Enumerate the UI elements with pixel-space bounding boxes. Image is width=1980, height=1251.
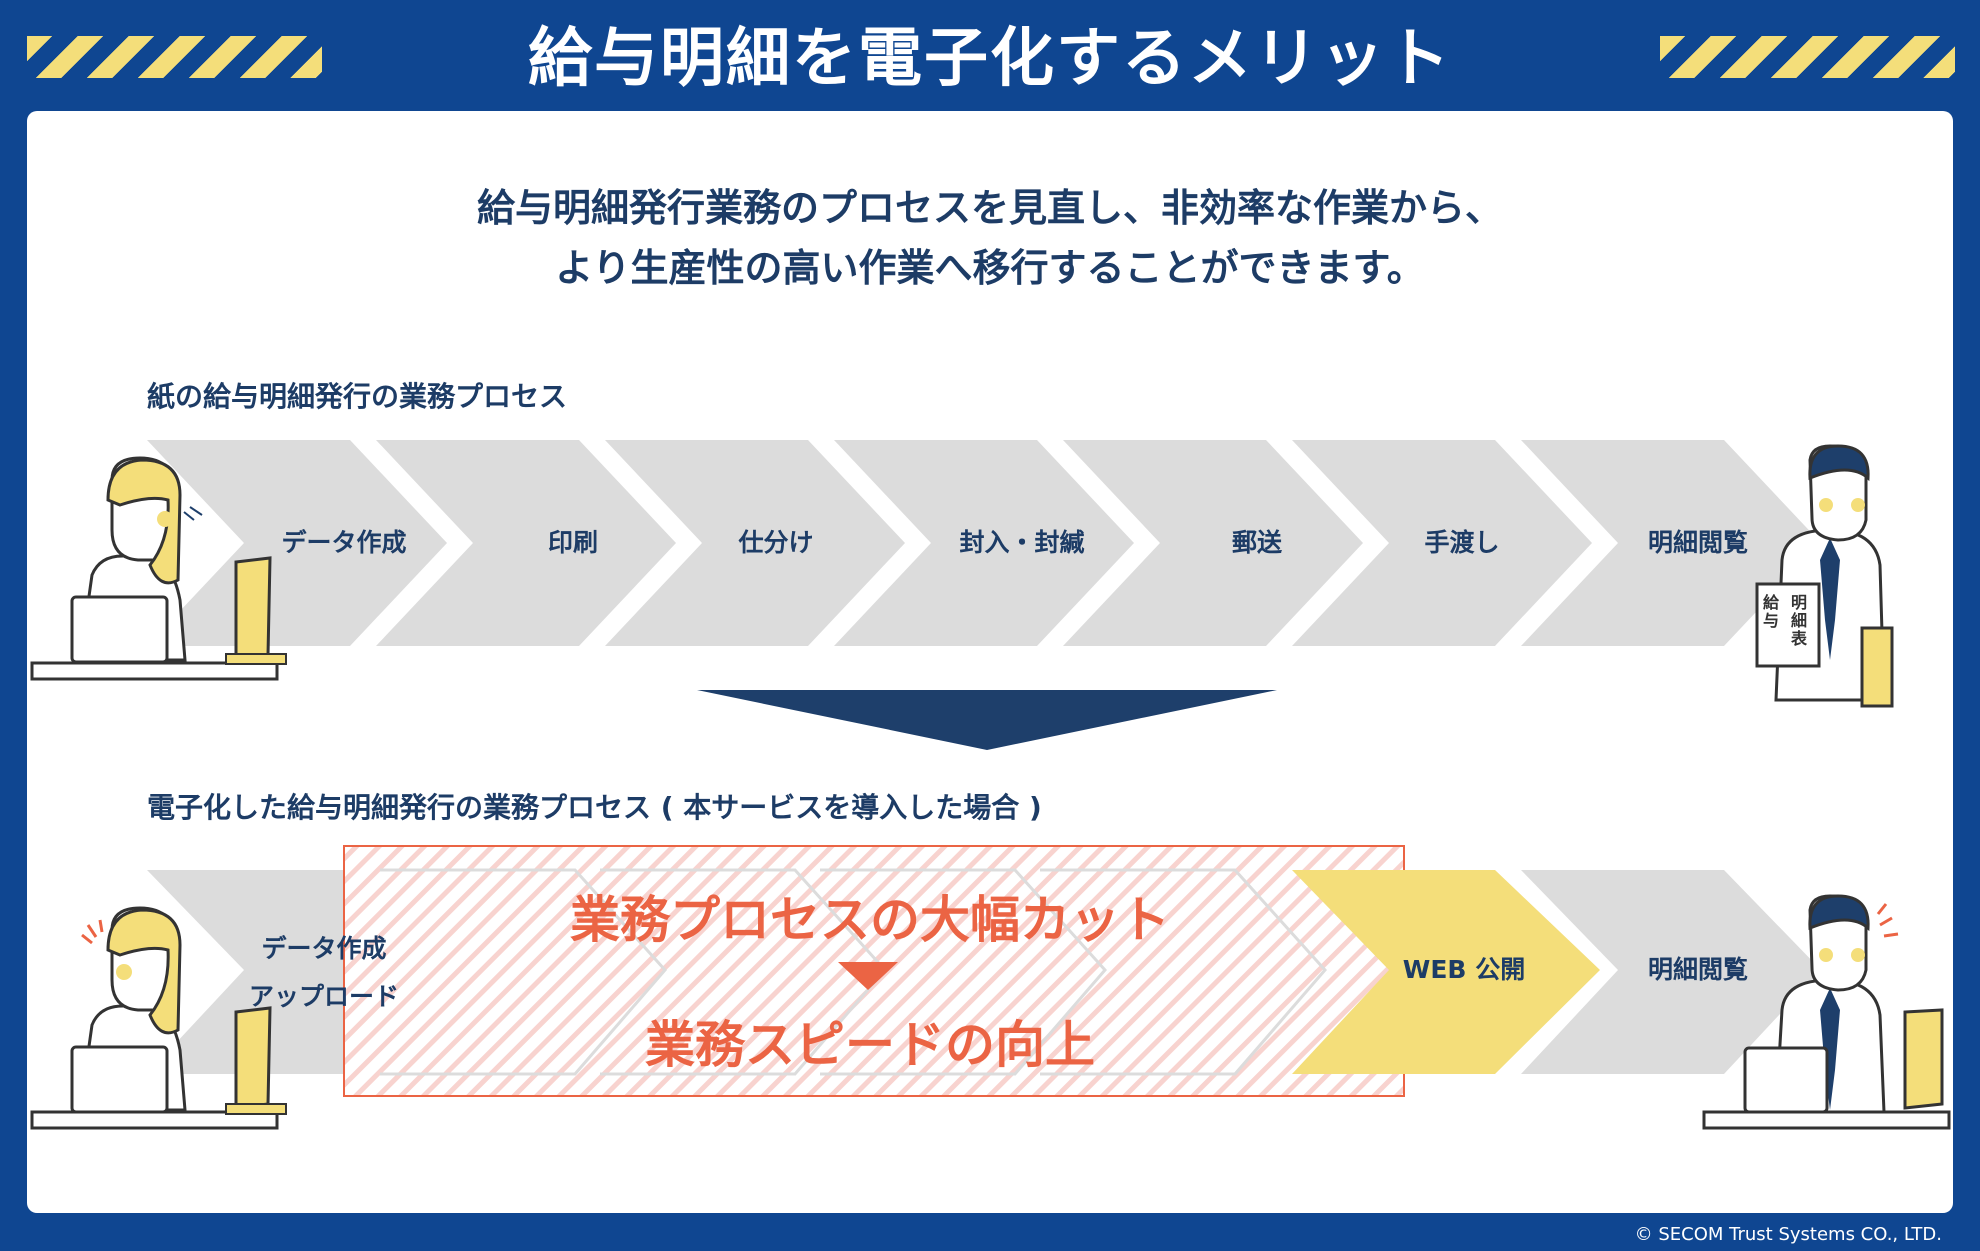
header-stripes-left [27,36,322,78]
web-step-label: WEB 公開 [1402,955,1526,984]
chevron-step-7 [1521,440,1821,646]
step-label-5: 郵送 [1231,528,1282,557]
woman-worker-icon [30,456,287,681]
lead-text: 給与明細発行業務のプロセスを見直し、非効率な作業から、 より生産性の高い作業へ移… [0,178,1980,298]
step-label-6: 手渡し [1424,528,1500,557]
man-with-payslip-icon [1755,444,1894,708]
step-label-2: 印刷 [547,528,598,557]
chevron-step-3 [605,440,905,646]
down-arrow-icon [697,690,1277,750]
faded-chevron-1 [380,868,668,1076]
step-label-3: 仕分け [738,528,814,557]
lead-line-1: 給与明細発行業務のプロセスを見直し、非効率な作業から、 [476,186,1503,230]
upload-step-line-2: アップロード [248,982,399,1011]
chevron-final [1521,870,1821,1074]
lead-line-2: より生産性の高い作業へ移行することができます。 [555,246,1425,290]
step-label-7: 明細閲覧 [1647,528,1748,557]
chevron-step-5 [1063,440,1363,646]
chevron-step-4 [834,440,1134,646]
man-worker-icon [1702,894,1951,1130]
chevron-step-6 [1292,440,1592,646]
digital-process-heading: 電子化した給与明細発行の業務プロセス ( 本サービスを導入した場合 ) [147,791,1042,824]
speed-headline: 業務スピードの向上 [645,1016,1095,1074]
upload-step-label: データ作成 アップロード [224,925,424,1021]
copyright: © SECOM Trust Systems CO., LTD. [1634,1224,1942,1245]
down-triangle-icon [838,962,898,990]
chevron-step-2 [376,440,676,646]
woman-worker-icon-2 [30,906,287,1130]
paper-process-heading: 紙の給与明細発行の業務プロセス [147,380,568,413]
faded-chevron-4 [1040,868,1328,1076]
step-label-4: 封入・封緘 [959,528,1085,557]
page-title: 給与明細を電子化するメリット [528,22,1452,96]
faded-chevron-3 [820,868,1108,1076]
final-step-label: 明細閲覧 [1647,955,1748,984]
header-stripes-right [1660,36,1955,78]
chevron-web [1292,870,1600,1074]
chevron-step-1 [147,440,447,646]
payslip-text-col1: 給与 [1763,593,1780,630]
upload-step-line-1: データ作成 [261,934,387,963]
cut-headline: 業務プロセスの大幅カット [570,891,1170,949]
payslip-text-col2: 明細表 [1791,593,1808,648]
step-label-1: データ作成 [281,528,407,557]
